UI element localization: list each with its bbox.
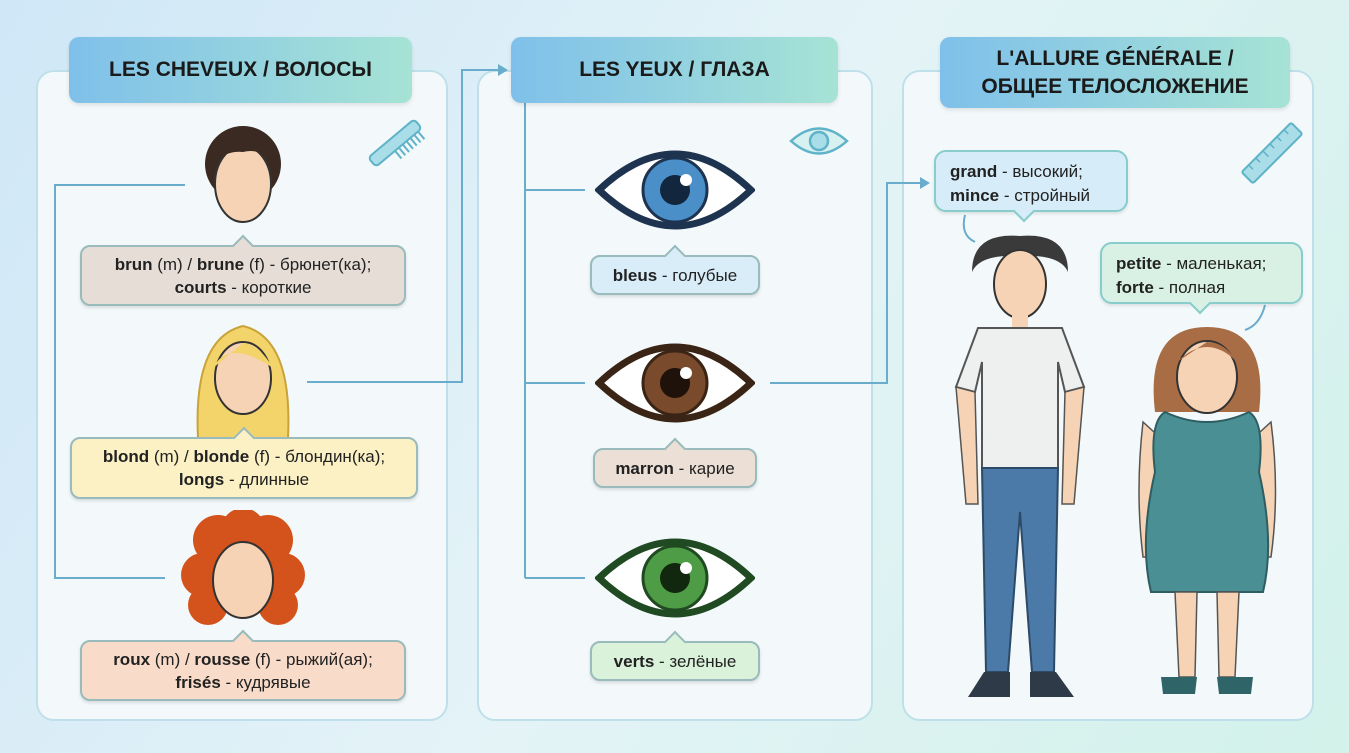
hair-label-line2: longs - длинные xyxy=(178,470,310,489)
eyes-header: LES YEUX / ГЛАЗА xyxy=(511,37,838,103)
hair-label-line1: roux (m) / rousse (f) - рыжий(ая); xyxy=(113,649,373,669)
eye-label-blue: bleus - голубые xyxy=(590,244,760,295)
green-eye-illustration xyxy=(595,538,755,618)
bubble-small-plump: petite - маленькая;forte - полная xyxy=(1100,242,1303,315)
body-header-line1: L'ALLURE GÉNÉRALE / xyxy=(996,46,1234,70)
hair-label-line2: courts - короткие xyxy=(174,277,312,297)
eye-label-green: verts - зелёные xyxy=(590,630,760,681)
hair-header: LES CHEVEUX / ВОЛОСЫ xyxy=(69,37,412,103)
redhead-head-illustration xyxy=(181,510,305,625)
body-header-line2: ОБЩЕЕ ТЕЛОСЛОЖЕНИЕ xyxy=(981,74,1249,98)
hair-label-line1: blond (m) / blonde (f) - блондин(ка); xyxy=(102,447,386,466)
comb-icon xyxy=(368,119,426,167)
eye-label-brown: marron - карие xyxy=(593,437,757,488)
body-header: L'ALLURE GÉNÉRALE / ОБЩЕЕ ТЕЛОСЛОЖЕНИЕ xyxy=(940,37,1290,108)
brown-eye-illustration xyxy=(595,343,755,423)
hair-label-brown: brun (m) / brune (f) - брюнет(ка); courts… xyxy=(80,234,406,306)
ruler-icon xyxy=(1241,122,1303,184)
tall-man-illustration xyxy=(954,235,1086,697)
eye-icon xyxy=(789,127,849,155)
brunette-head-illustration xyxy=(205,126,281,223)
hair-label-red: roux (m) / rousse (f) - рыжий(ая); frisés… xyxy=(80,629,406,701)
plump-woman-illustration xyxy=(1138,327,1277,694)
bubble-tall-slim: grand - высокий;mince - стройный xyxy=(934,150,1128,223)
blonde-head-illustration xyxy=(196,324,290,438)
hair-label-line1: brun (m) / brune (f) - брюнет(ка); xyxy=(114,254,372,274)
hair-label-blond: blond (m) / blonde (f) - блондин(ка); lon… xyxy=(70,426,418,499)
blue-eye-illustration xyxy=(595,150,755,230)
hair-label-line2: frisés - кудрявые xyxy=(175,672,311,692)
